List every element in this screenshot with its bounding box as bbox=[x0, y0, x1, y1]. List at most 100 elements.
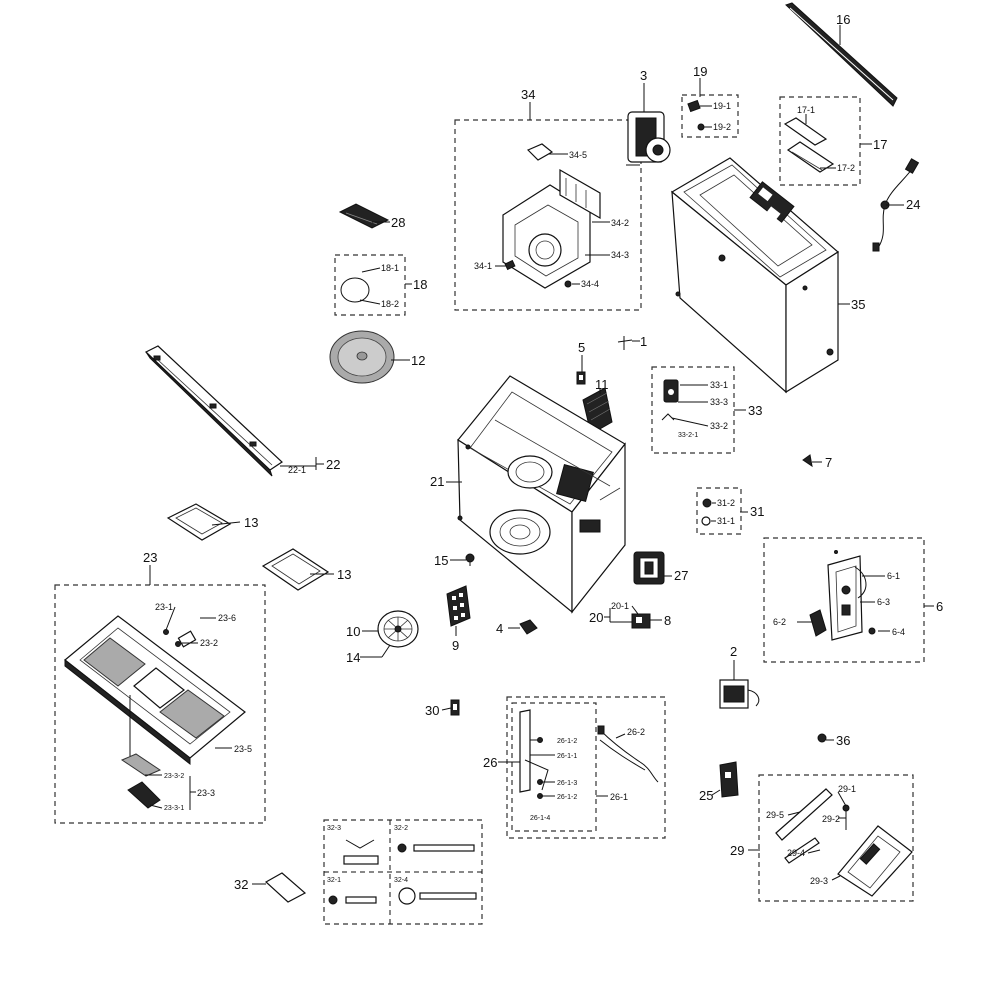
callout-31-2: 31-2 bbox=[717, 498, 735, 508]
callout-12: 12 bbox=[411, 353, 425, 368]
callout-25: 25 bbox=[699, 788, 713, 803]
group-32-box bbox=[323, 819, 483, 925]
callout-32-2: 32-2 bbox=[394, 825, 408, 832]
callout-22: 22 bbox=[326, 457, 340, 472]
group-33-box bbox=[651, 366, 735, 454]
callout-21: 21 bbox=[430, 474, 444, 489]
callout-34-3: 34-3 bbox=[611, 250, 629, 260]
callout-36: 36 bbox=[836, 733, 850, 748]
callout-7: 7 bbox=[825, 455, 832, 470]
callout-26-2: 26-2 bbox=[627, 727, 645, 737]
part-11-grille bbox=[582, 387, 613, 435]
callout-14: 14 bbox=[346, 650, 360, 665]
callout-17-2: 17-2 bbox=[837, 163, 855, 173]
group-19-box bbox=[681, 94, 739, 138]
part-29-rack-assembly bbox=[775, 788, 913, 897]
part-23-bottom-plate bbox=[64, 615, 246, 809]
callout-26-1-1: 26-1-1 bbox=[557, 753, 577, 760]
part-27-magnetron bbox=[633, 551, 665, 585]
callout-29: 29 bbox=[730, 843, 744, 858]
part-24-power-cord bbox=[872, 158, 920, 252]
callout-34-1: 34-1 bbox=[474, 261, 492, 271]
part-13-filter-b bbox=[261, 548, 330, 591]
callout-29-2: 29-2 bbox=[822, 814, 840, 824]
part-34-duct-assembly bbox=[502, 143, 601, 289]
callout-15: 15 bbox=[434, 553, 448, 568]
callout-32: 32 bbox=[234, 877, 248, 892]
part-4-coupler bbox=[519, 619, 538, 635]
group-34-box bbox=[454, 119, 642, 311]
callout-18-2: 18-2 bbox=[381, 299, 399, 309]
callout-17-1: 17-1 bbox=[797, 105, 815, 115]
callout-10: 10 bbox=[346, 624, 360, 639]
callout-19: 19 bbox=[693, 64, 707, 79]
callout-26-1-3: 26-1-3 bbox=[557, 780, 577, 787]
part-6-latch-assembly bbox=[809, 550, 876, 641]
group-29-box bbox=[758, 774, 914, 902]
part-17-filter bbox=[783, 117, 835, 173]
callout-29-5: 29-5 bbox=[766, 810, 784, 820]
callout-8: 8 bbox=[664, 613, 671, 628]
callout-23-1: 23-1 bbox=[155, 602, 173, 612]
part-10-roller-ring bbox=[377, 610, 419, 648]
callout-26-1: 26-1 bbox=[610, 792, 628, 802]
callout-31: 31 bbox=[750, 504, 764, 519]
callout-23-2: 23-2 bbox=[200, 638, 218, 648]
callout-26-1-4: 26-1-4 bbox=[530, 815, 550, 822]
callout-27: 27 bbox=[674, 568, 688, 583]
callout-3: 3 bbox=[640, 68, 647, 83]
callout-30: 30 bbox=[425, 703, 439, 718]
callout-6-1: 6-1 bbox=[887, 571, 900, 581]
callout-33: 33 bbox=[748, 403, 762, 418]
callout-19-2: 19-2 bbox=[713, 122, 731, 132]
callout-33-2-1: 33-2-1 bbox=[678, 432, 698, 439]
part-36-knob bbox=[817, 733, 827, 743]
callout-32-1: 32-1 bbox=[327, 877, 341, 884]
group-17-box bbox=[779, 96, 861, 186]
group-6-box bbox=[763, 537, 925, 663]
callout-23-3-2: 23-3-2 bbox=[164, 773, 184, 780]
callout-29-1: 29-1 bbox=[838, 784, 856, 794]
callout-6: 6 bbox=[936, 599, 943, 614]
part-18-ring bbox=[340, 277, 370, 303]
group-26-box bbox=[506, 696, 666, 839]
callout-18: 18 bbox=[413, 277, 427, 292]
part-5-clip bbox=[576, 371, 586, 385]
part-26-harness bbox=[519, 709, 659, 799]
callout-28: 28 bbox=[391, 215, 405, 230]
callout-26-1-2-a: 26-1-2 bbox=[557, 738, 577, 745]
callout-19-1: 19-1 bbox=[713, 101, 731, 111]
part-35-outer-cabinet bbox=[670, 157, 840, 394]
leader-lines bbox=[145, 25, 934, 885]
part-19-bracket bbox=[687, 99, 705, 131]
callout-23-3-1: 23-3-1 bbox=[164, 805, 184, 812]
part-31-fuse bbox=[701, 498, 712, 526]
callout-29-3: 29-3 bbox=[810, 876, 828, 886]
callout-31-1: 31-1 bbox=[717, 516, 735, 526]
callout-4: 4 bbox=[496, 621, 503, 636]
callout-6-4: 6-4 bbox=[892, 627, 905, 637]
group-18-box bbox=[334, 254, 406, 316]
callout-32-3: 32-3 bbox=[327, 825, 341, 832]
callout-34-5: 34-5 bbox=[569, 150, 587, 160]
callout-33-1: 33-1 bbox=[710, 380, 728, 390]
callout-17: 17 bbox=[873, 137, 887, 152]
part-12-turntable bbox=[329, 330, 395, 384]
part-2-transformer bbox=[719, 679, 760, 709]
callout-24: 24 bbox=[906, 197, 920, 212]
callout-labels: 16 3 19 19-1 19-2 34 34-5 34-2 34-3 34-1… bbox=[143, 12, 943, 892]
callout-11: 11 bbox=[595, 377, 609, 392]
callout-23-5: 23-5 bbox=[234, 744, 252, 754]
callout-9: 9 bbox=[452, 638, 459, 653]
group-26-1-box bbox=[511, 702, 597, 832]
callout-34-2: 34-2 bbox=[611, 218, 629, 228]
part-21-cavity bbox=[457, 375, 626, 614]
callout-26-1-2-b: 26-1-2 bbox=[557, 794, 577, 801]
callout-6-2: 6-2 bbox=[773, 617, 786, 627]
callout-23: 23 bbox=[143, 550, 157, 565]
part-13-filter-a bbox=[166, 503, 232, 541]
part-16-rail bbox=[785, 2, 898, 107]
part-30-bracket bbox=[450, 699, 460, 716]
callout-18-1: 18-1 bbox=[381, 263, 399, 273]
